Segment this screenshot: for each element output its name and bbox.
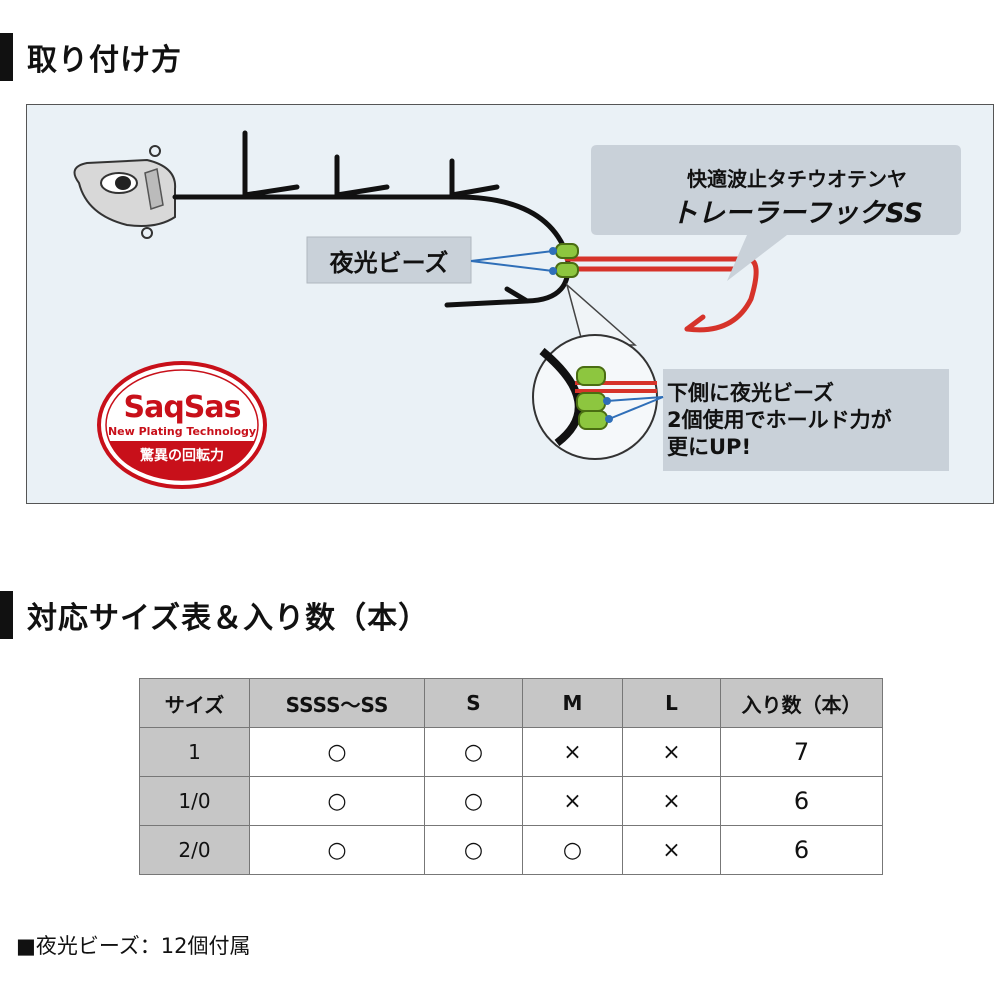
callout-product-name: トレーラーフックSS	[670, 198, 924, 229]
table-cell: ×	[522, 727, 623, 777]
table-row: 1 ○ ○ × × 7	[139, 727, 883, 777]
table-cell: ×	[622, 825, 721, 875]
table-cell: ×	[522, 776, 623, 826]
column-header: S	[424, 678, 523, 728]
column-header: L	[622, 678, 721, 728]
row-size: 2/0	[139, 825, 250, 875]
attachment-illustration: 快適波止タチウオテンヤ トレーラーフックSS 夜光ビーズ 下側に夜光ビーズ 2個…	[26, 104, 994, 504]
top-ring	[149, 145, 161, 157]
table-cell-count: 6	[720, 825, 883, 875]
heading-bar	[0, 33, 13, 81]
column-header: SSSS～SS	[249, 678, 425, 728]
section-heading-size-table: 対応サイズ表＆入り数（本）	[0, 590, 429, 640]
bottom-ring	[141, 227, 153, 239]
heading-text: 対応サイズ表＆入り数（本）	[27, 601, 430, 636]
beads-at-joint	[555, 243, 579, 278]
magnified-detail	[539, 347, 657, 447]
table-cell: ○	[424, 825, 523, 875]
saqsas-logo-text: SaqSas	[123, 390, 241, 425]
table-row: 1/0 ○ ○ × × 6	[139, 776, 883, 826]
callout-bottom-panel	[663, 369, 949, 471]
callout-bead-tip-line: 2個使用でホールド力が	[667, 408, 892, 432]
row-size: 1	[139, 727, 250, 777]
heading-bar	[0, 591, 13, 639]
row-size: 1/0	[139, 776, 250, 826]
table-cell: ○	[522, 825, 623, 875]
table-cell: ○	[249, 825, 425, 875]
callout-bead-tip-line: 下側に夜光ビーズ	[667, 381, 834, 405]
table-cell: ×	[622, 776, 721, 826]
jig-scale-mark	[144, 168, 164, 210]
saqsas-logo-subtitle: New Plating Technology	[107, 425, 257, 438]
column-header: サイズ	[139, 678, 250, 728]
callout-bead-tip-line: 更にUP!	[667, 435, 752, 459]
table-row: 2/0 ○ ○ ○ × 6	[139, 825, 883, 875]
column-header: M	[522, 678, 623, 728]
section-heading-attachment: 取り付け方	[0, 32, 182, 82]
table-cell-count: 7	[720, 727, 883, 777]
callout-trailer-bubble	[591, 145, 961, 281]
table-cell: ○	[424, 776, 523, 826]
jig-diagram	[73, 130, 961, 489]
table-cell-count: 6	[720, 776, 883, 826]
callout-bead-tip: 下側に夜光ビーズ 2個使用でホールド力が 更にUP!	[667, 380, 967, 461]
size-compatibility-table: サイズ SSSS～SS S M L 入り数（本） 1 ○ ○ × × 7 1/0…	[139, 678, 883, 875]
saqsas-logo-tagline: 驚異の回転力	[140, 448, 224, 464]
table-cell: ○	[249, 727, 425, 777]
table-header-row: サイズ SSSS～SS S M L 入り数（本）	[139, 678, 883, 728]
bead-label: 夜光ビーズ	[329, 249, 449, 277]
saqsas-logo-band	[109, 441, 255, 480]
bead-leader-lines	[470, 247, 557, 275]
column-header: 入り数（本）	[720, 678, 883, 728]
bead-label-panel	[306, 236, 472, 284]
callout-product-series: 快適波止タチウオテンヤ	[687, 167, 907, 191]
table-cell: ○	[424, 727, 523, 777]
table-cell: ○	[249, 776, 425, 826]
jig-eye-pupil	[115, 176, 131, 190]
callout-bottom-leaders	[603, 396, 664, 423]
table-cell: ×	[622, 727, 721, 777]
footnote-beads-included: ■夜光ビーズ：12個付属	[16, 934, 251, 958]
heading-text: 取り付け方	[27, 43, 182, 78]
